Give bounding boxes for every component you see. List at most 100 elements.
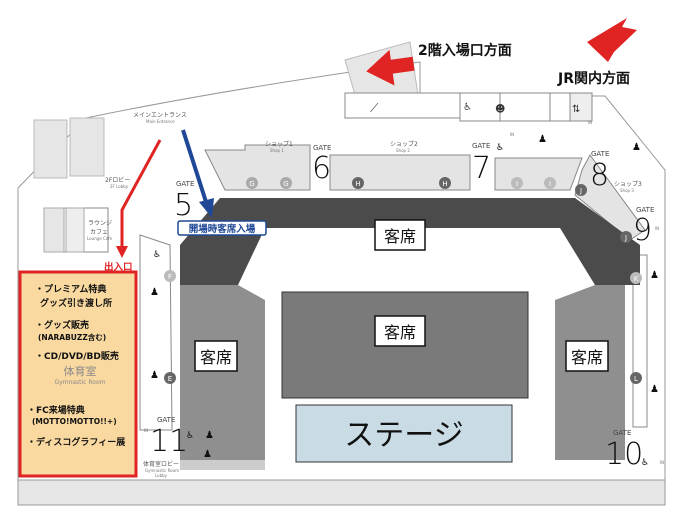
- svg-text:11: 11: [150, 424, 188, 459]
- svg-text:K: K: [634, 275, 639, 283]
- restroom-icon: ♟: [632, 142, 641, 153]
- panel-item-premium-2: グッズ引き渡し所: [40, 297, 112, 309]
- shop1-label: ショップ1: [265, 141, 293, 148]
- svg-text:J: J: [579, 187, 582, 195]
- gym-panel-items: ・プレミアム特典 グッズ引き渡し所 ・グッズ販売 (NARABUZZ含む) ・C…: [27, 283, 125, 448]
- svg-text:客席: 客席: [200, 348, 232, 367]
- svg-text:5: 5: [174, 188, 193, 223]
- main-entrance-label-en: Main Entrance: [146, 119, 175, 124]
- seat-label-center: 客席: [374, 315, 426, 347]
- stage-label: ステージ: [344, 418, 463, 453]
- svg-text:H: H: [355, 180, 360, 188]
- marker-l: [630, 372, 642, 384]
- in-label-11: IN: [144, 428, 148, 433]
- panel-item-cd: ・CD/DVD/BD販売: [35, 350, 119, 362]
- service-rooms: [344, 92, 593, 122]
- svg-text:GATE: GATE: [176, 180, 194, 188]
- exit-route-arrowhead: [116, 246, 128, 258]
- lounge-label-1: ラウンジ: [88, 219, 112, 227]
- nursing-room-icon: ☻: [495, 103, 505, 115]
- upper-seating-dark: [180, 198, 640, 285]
- lobby-2f-label: 2Fロビー: [105, 176, 130, 184]
- seat-entry-arrow: [181, 129, 209, 206]
- wheelchair-icon: ♿: [641, 458, 649, 468]
- svg-text:L: L: [634, 375, 638, 383]
- in-label-8: IN: [588, 120, 592, 125]
- svg-text:GATE: GATE: [636, 206, 654, 214]
- svg-text:J: J: [624, 234, 627, 242]
- floor2-direction-label: 2階入場口方面: [418, 42, 512, 59]
- lounge-label-2: カフェ: [90, 229, 108, 236]
- in-label-7: IN: [510, 132, 514, 137]
- shop1-label-en: Shop 1: [270, 148, 284, 153]
- marker-j: [575, 184, 587, 196]
- wheelchair-icon: ♿: [153, 250, 161, 260]
- marker-h: [439, 177, 451, 189]
- marker-i: [511, 177, 523, 189]
- exit-route-arrow: [120, 139, 162, 250]
- lounge-cafe: [43, 207, 109, 253]
- wheelchair-icon: ♿: [186, 431, 194, 441]
- lounge-label-en: Lounge Cafe: [87, 236, 113, 241]
- marker-h: [352, 177, 364, 189]
- svg-text:7: 7: [472, 151, 491, 186]
- shop3-label: ショップ3: [614, 181, 642, 188]
- svg-text:GATE: GATE: [613, 429, 631, 437]
- shop2-label: ショップ2: [390, 141, 418, 148]
- restroom-icon: ♟: [203, 449, 212, 460]
- shop2-label-en: Shop 2: [396, 148, 410, 153]
- floor2-direction-arrow: [366, 49, 415, 86]
- jr-direction-label: JR関内方面: [557, 70, 630, 87]
- svg-text:G: G: [249, 180, 254, 188]
- section-markers: G G H H I I J J F E K L: [164, 177, 642, 384]
- svg-text:H: H: [442, 180, 447, 188]
- panel-item-fc-2: (MOTTO!MOTTO!!+): [32, 417, 117, 426]
- seat-label-top: 客席: [374, 219, 426, 251]
- wheelchair-icons: ♿ ♿ ♿ ♿: [153, 143, 649, 468]
- restroom-icon: ♟: [150, 287, 159, 298]
- seat-label-left: 客席: [194, 340, 238, 372]
- panel-item-discography: ・ディスコグラフィー展: [27, 436, 125, 448]
- exit-entrance-label: 出入口: [104, 261, 133, 273]
- panel-item-goods-2: (NARABUZZ含む): [38, 332, 106, 342]
- svg-text:客席: 客席: [384, 323, 416, 342]
- svg-text:F: F: [168, 273, 172, 281]
- svg-text:GATE: GATE: [591, 150, 609, 158]
- elevator-icon: ⇅: [572, 104, 580, 115]
- shop3-label-en: Shop 3: [620, 188, 634, 193]
- svg-text:GATE: GATE: [157, 416, 175, 424]
- gym-room-label: 体育室: [64, 364, 97, 378]
- svg-text:GATE: GATE: [472, 142, 490, 150]
- marker-e: [164, 372, 176, 384]
- svg-text:8: 8: [590, 158, 609, 193]
- gym-room-label-en: Gymnastic Room: [55, 379, 106, 386]
- restroom-icon: ♟: [205, 430, 214, 441]
- marker-j: [620, 231, 632, 243]
- left-seating: [180, 285, 265, 460]
- bottom-walkway: [17, 479, 666, 506]
- seat-entry-arrowhead: [199, 198, 214, 218]
- restroom-icon: ♟: [650, 270, 659, 281]
- corridors: [139, 234, 648, 431]
- shop-gate7-area: [494, 157, 583, 191]
- svg-text:9: 9: [633, 213, 652, 248]
- svg-text:I: I: [549, 180, 551, 188]
- marker-g: [280, 177, 292, 189]
- floor-lower-left: [180, 460, 265, 470]
- in-label-9: IN: [655, 226, 659, 231]
- marker-g: [246, 177, 258, 189]
- restroom-multi-icon: ♿: [463, 102, 472, 113]
- marker-f: [164, 270, 176, 282]
- panel-item-fc: ・FC来場特典: [27, 404, 85, 416]
- wheelchair-icon: ♿: [496, 143, 504, 153]
- svg-text:6: 6: [312, 151, 331, 186]
- gym-lobby-label: 体育室ロビー: [143, 460, 179, 468]
- right-seating: [555, 285, 625, 460]
